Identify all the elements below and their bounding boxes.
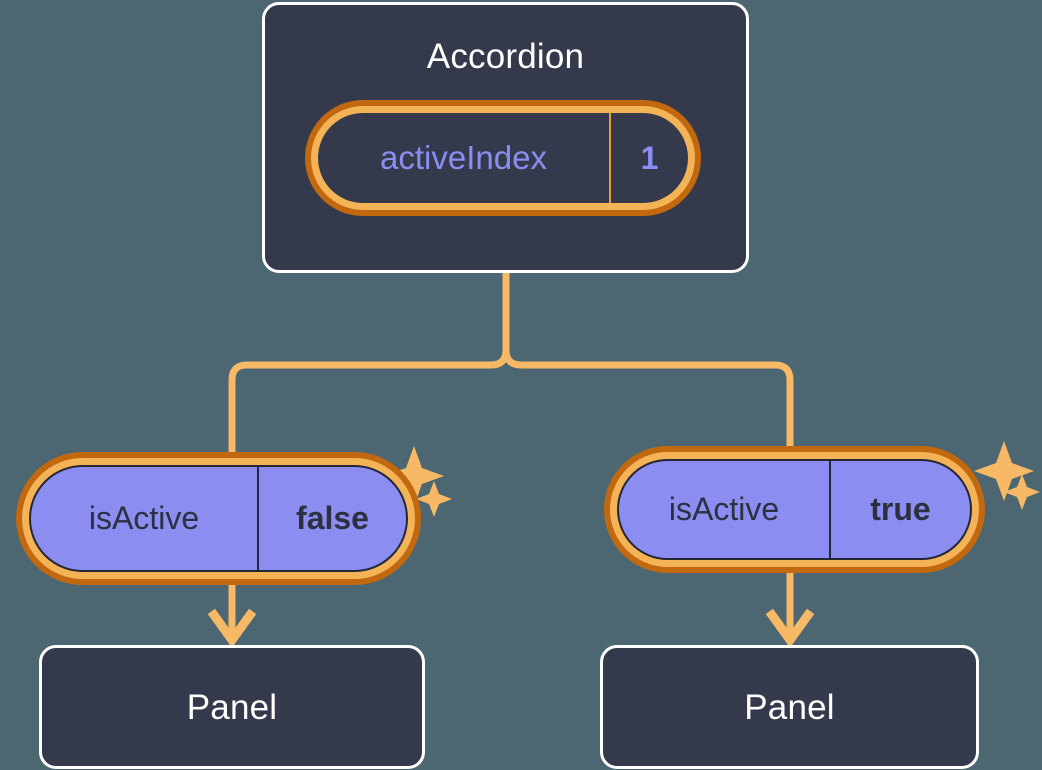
pill-highlight-ring: isActive true (610, 452, 979, 567)
pill-key-label: isActive (668, 491, 780, 527)
component-card-panel-right[interactable]: Panel (600, 645, 979, 769)
component-title: Panel (744, 688, 835, 727)
pill-body: isActive false (29, 465, 408, 572)
pill-highlight-ring: activeIndex 1 (311, 106, 695, 210)
pill-value-label: 1 (609, 113, 688, 203)
pill-highlight-ring: isActive false (22, 458, 415, 579)
sparkle-icon (416, 481, 452, 517)
connector-branch-right (502, 346, 794, 456)
pill-body: activeIndex 1 (318, 113, 688, 203)
prop-pill-is-active-true[interactable]: isActive true (604, 446, 985, 573)
sparkle-icon (1004, 474, 1040, 510)
connector-branch-left (228, 346, 510, 462)
component-title: Accordion (426, 37, 585, 76)
pill-value-label: false (257, 467, 406, 570)
pill-key-label: activeIndex (380, 139, 547, 176)
component-title: Panel (186, 688, 278, 727)
prop-pill-is-active-false[interactable]: isActive false (16, 452, 421, 585)
pill-value-label: true (829, 461, 970, 558)
component-card-panel-left[interactable]: Panel (39, 645, 425, 769)
pill-key-label: isActive (88, 500, 200, 536)
state-pill-active-index[interactable]: activeIndex 1 (305, 100, 701, 216)
sparkle-icon (974, 441, 1034, 501)
arrow-right-head (765, 608, 815, 648)
arrow-left-head (207, 608, 257, 648)
pill-body: isActive true (617, 459, 972, 560)
